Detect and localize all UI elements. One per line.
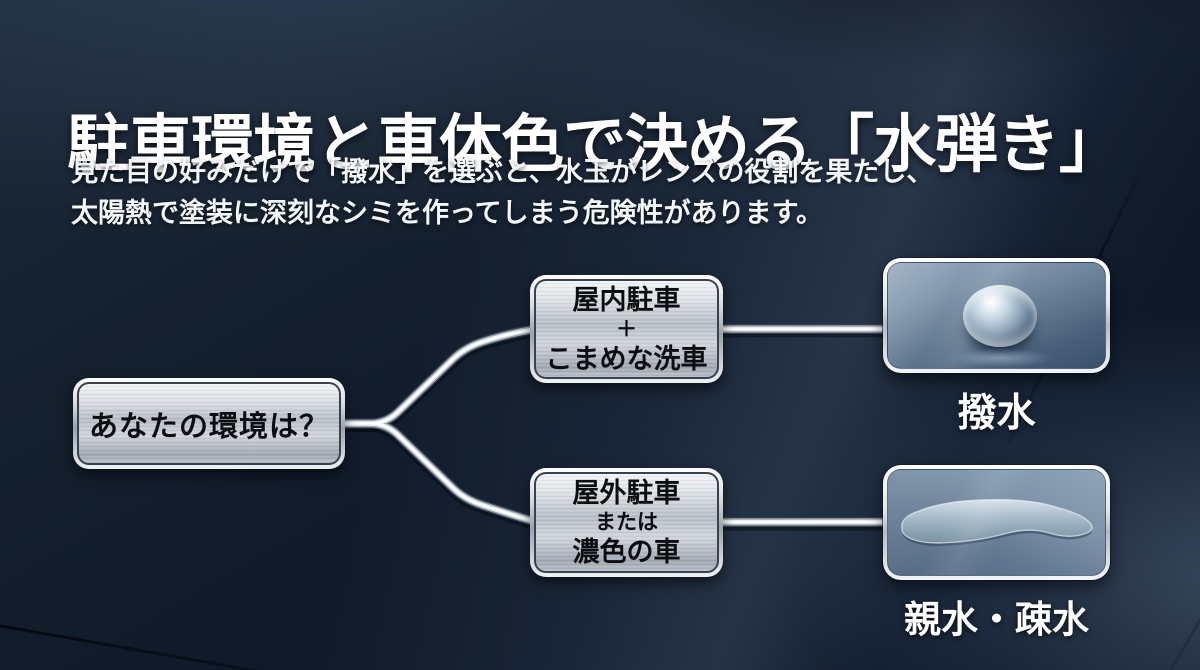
result-label-hydrophilic: 親水・疎水: [904, 599, 1089, 640]
water-puddle-shape: [901, 499, 1093, 546]
flow-node-outdoor-parking: 屋外駐車 または 濃色の車: [530, 468, 723, 577]
condition-separator: ＋: [616, 317, 637, 341]
paint-sheen: [888, 470, 1105, 575]
subtitle-line-2: 太陽熱で塗装に深刻なシミを作ってしまう危険性があります。: [71, 198, 823, 228]
result-photo-water-film: [883, 465, 1110, 580]
flow-node-indoor-parking: 屋内駐車 ＋ こまめな洗車: [530, 275, 723, 383]
page-title: 駐車環境と車体色で決める「水弾き」: [67, 110, 1122, 181]
condition-line: 屋内駐車: [572, 284, 681, 315]
metal-frame-line: 屋内駐車 ＋ こまめな洗車: [534, 279, 719, 379]
condition-separator: または: [595, 511, 658, 534]
page-subtitle: 見た目の好みだけで「撥水」を選ぶと、水玉がレンズの役割を果たし、 太陽熱で塗装に…: [71, 152, 933, 234]
subtitle-line-1: 見た目の好みだけで「撥水」を選ぶと、水玉がレンズの役割を果たし、: [71, 157, 934, 187]
water-droplet-reflection: [950, 349, 1050, 367]
condition-line: 屋外駐車: [572, 478, 681, 508]
metal-frame-line: 屋外駐車 または 濃色の車: [534, 472, 719, 573]
condition-line: 濃色の車: [572, 537, 681, 567]
metal-frame-line: あなたの環境は？: [77, 382, 341, 465]
metal-plate: あなたの環境は？: [79, 384, 339, 463]
result-photo-water-bead: [883, 258, 1110, 373]
result-label-hydrophobic: 撥水: [957, 392, 1036, 435]
metal-plate: 屋外駐車 または 濃色の車: [536, 474, 717, 571]
condition-line: こまめな洗車: [545, 343, 708, 374]
flow-node-root-question: あなたの環境は？: [73, 378, 345, 469]
metal-plate: 屋内駐車 ＋ こまめな洗車: [536, 281, 717, 377]
water-bead-image: [887, 262, 1106, 369]
water-film-image: [887, 469, 1106, 576]
root-question-label: あなたの環境は？: [88, 410, 329, 443]
water-droplet: [963, 285, 1037, 347]
